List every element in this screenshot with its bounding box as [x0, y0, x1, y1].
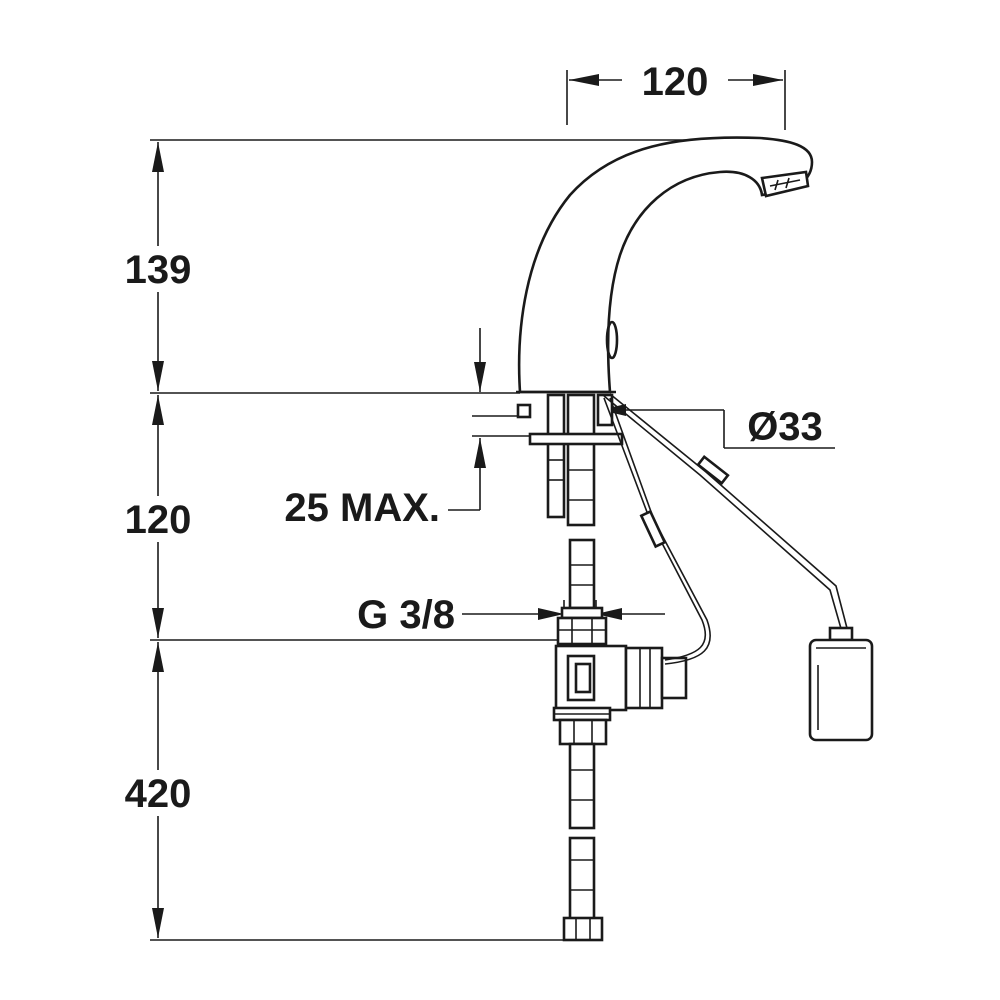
- faucet-base: [516, 390, 624, 527]
- solenoid-valve: [552, 644, 688, 746]
- faucet-spout: [517, 136, 814, 394]
- supply-hose: [556, 538, 608, 646]
- spout-reach-label: 120: [642, 60, 709, 104]
- dimension-thread: G 3/8: [357, 593, 665, 637]
- extension-lines: [150, 70, 786, 941]
- hose-length-label: 420: [125, 772, 192, 816]
- dimension-139: 139: [125, 142, 192, 391]
- connection-length-label: 120: [125, 498, 192, 542]
- sensor-cables: [603, 393, 849, 665]
- deck-thickness-label: 25 MAX.: [284, 486, 440, 530]
- dimension-deck-thickness: 25 MAX.: [284, 328, 545, 530]
- dimension-120-vertical: 120: [125, 395, 192, 638]
- spout-height-label: 139: [125, 248, 192, 292]
- thread-size-label: G 3/8: [357, 593, 455, 637]
- dimension-420: 420: [125, 642, 192, 938]
- battery-box: [808, 626, 874, 742]
- lower-hose: [562, 742, 604, 942]
- dimension-hole-diameter: Ø33: [600, 404, 835, 449]
- hole-diameter-label: Ø33: [747, 405, 823, 449]
- dimension-120-horizontal: 120: [569, 60, 783, 104]
